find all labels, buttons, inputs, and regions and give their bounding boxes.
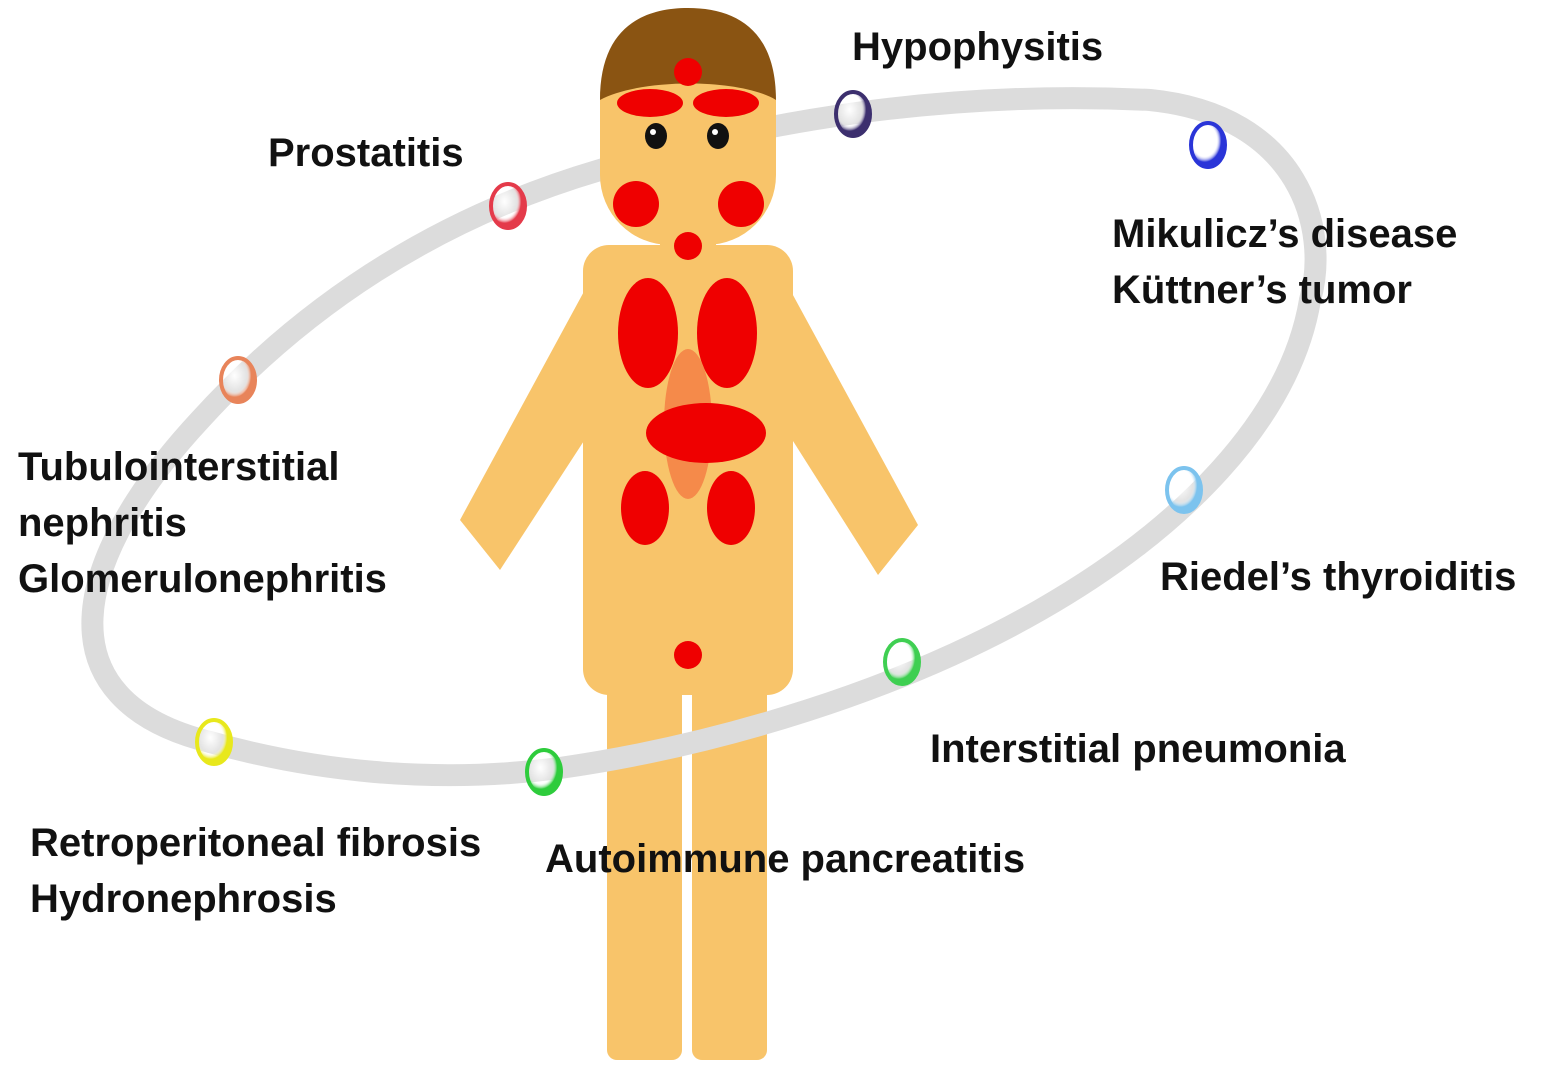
label-retroperitoneal-fibrosis: Retroperitoneal fibrosis bbox=[30, 821, 481, 865]
left-lacrimal-lesion bbox=[617, 89, 683, 117]
hypophysitis-marker bbox=[836, 92, 870, 136]
label-tubulointerstitial-line2: nephritis bbox=[18, 501, 187, 545]
right-lacrimal-lesion bbox=[693, 89, 759, 117]
left-eye-glint bbox=[650, 129, 656, 135]
left-kidney-lesion bbox=[621, 471, 669, 545]
label-kuttner: Küttner’s tumor bbox=[1112, 268, 1412, 312]
riedel-marker bbox=[1167, 468, 1201, 512]
label-hydronephrosis: Hydronephrosis bbox=[30, 877, 337, 921]
tubulointerstitial-nephritis-marker bbox=[221, 358, 255, 402]
interstitial-pneumonia-marker bbox=[885, 640, 919, 684]
mikulicz-marker bbox=[1191, 123, 1225, 167]
prostatitis-marker bbox=[491, 184, 525, 228]
prostate-lesion bbox=[674, 641, 702, 669]
retroperitoneal-fibrosis-marker bbox=[197, 720, 231, 764]
right-kidney-lesion bbox=[707, 471, 755, 545]
label-prostatitis: Prostatitis bbox=[268, 131, 464, 175]
label-mikulicz: Mikulicz’s disease bbox=[1112, 212, 1457, 256]
label-autoimmune-pancreatitis: Autoimmune pancreatitis bbox=[545, 837, 1025, 881]
autoimmune-pancreatitis-marker bbox=[527, 750, 561, 794]
right-eye bbox=[707, 123, 729, 149]
left-eye bbox=[645, 123, 667, 149]
left-salivary-lesion bbox=[613, 181, 659, 227]
label-tubulointerstitial-line1: Tubulointerstitial bbox=[18, 445, 339, 489]
thyroid-lesion bbox=[674, 232, 702, 260]
right-lung-lesion bbox=[697, 278, 757, 388]
label-interstitial-pneumonia: Interstitial pneumonia bbox=[930, 727, 1346, 771]
human-figure bbox=[460, 8, 918, 1060]
right-salivary-lesion bbox=[718, 181, 764, 227]
pancreas-lesion bbox=[646, 403, 766, 463]
left-lung-lesion bbox=[618, 278, 678, 388]
right-eye-glint bbox=[712, 129, 718, 135]
label-glomerulonephritis: Glomerulonephritis bbox=[18, 557, 387, 601]
label-riedel: Riedel’s thyroiditis bbox=[1160, 555, 1516, 599]
pituitary-lesion bbox=[674, 58, 702, 86]
label-hypophysitis: Hypophysitis bbox=[852, 25, 1103, 69]
